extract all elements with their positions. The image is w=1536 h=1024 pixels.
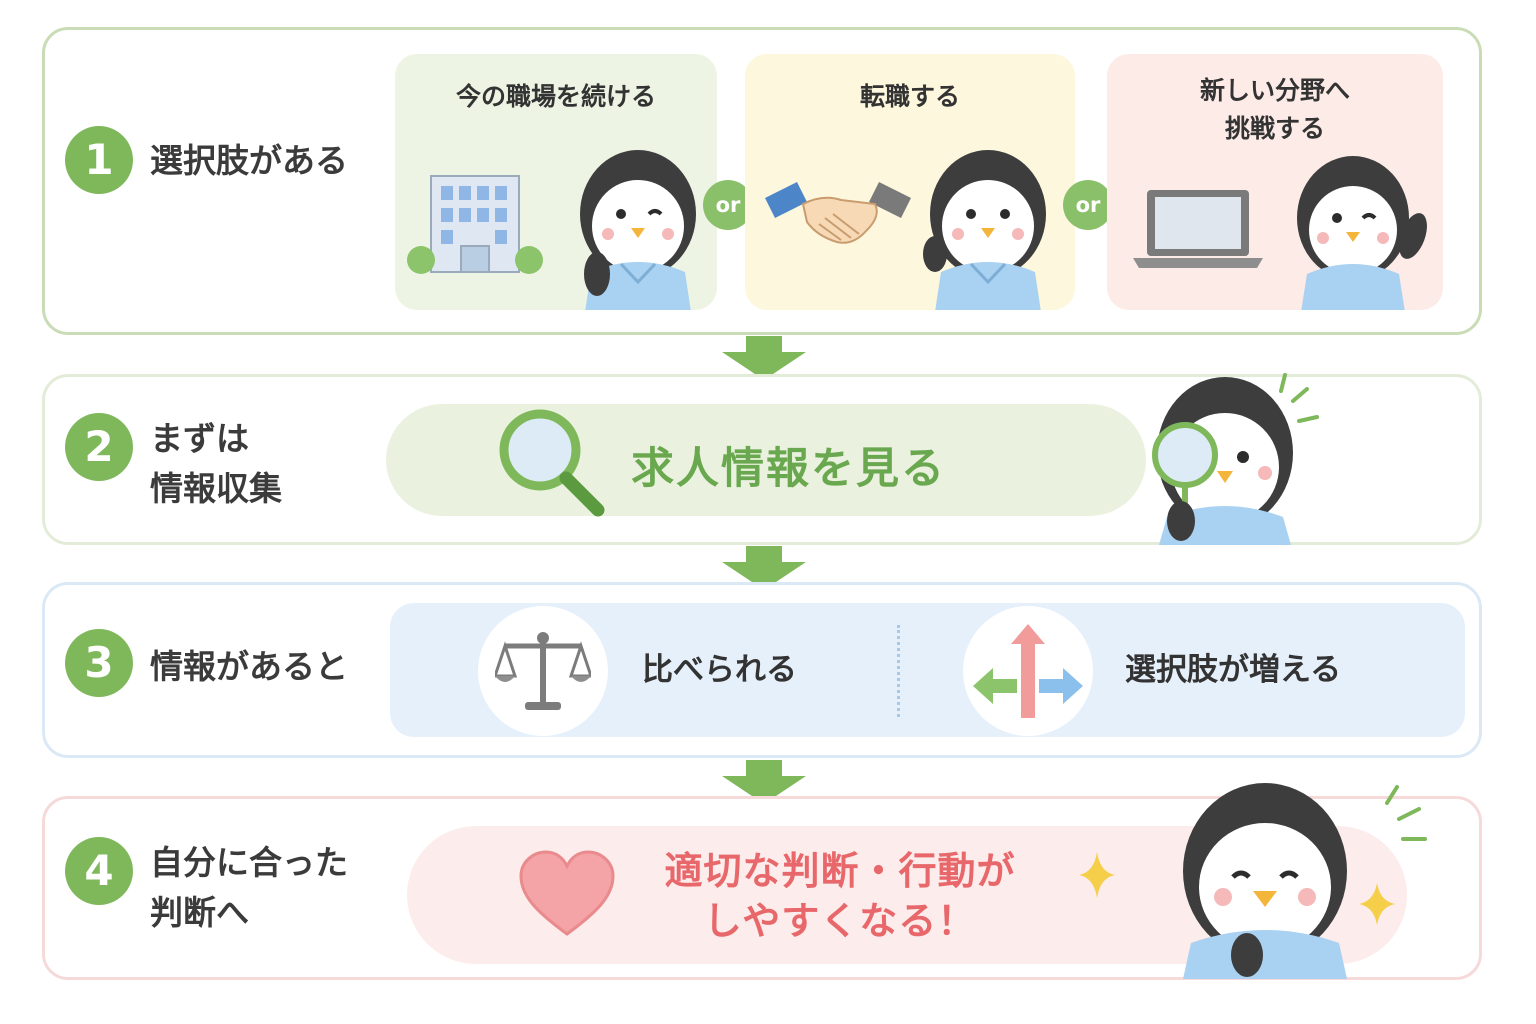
option-card-new-field: 新しい分野へ 挑戦する — [1107, 54, 1443, 310]
magnifying-glass-icon — [499, 409, 605, 517]
step-number-badge: 3 — [65, 629, 133, 697]
down-arrow-icon — [722, 336, 806, 380]
benefit-text: 比べられる — [642, 652, 797, 688]
penguin-happy-icon — [1183, 783, 1427, 979]
heart-icon — [519, 850, 615, 936]
or-connector: or — [1063, 180, 1113, 230]
office-building-icon — [407, 175, 543, 274]
step-3-panel: 3 情報があると 比べられる 選択肢が増える — [42, 582, 1482, 758]
step-label-line-2: 判断へ — [150, 893, 249, 932]
step-label: 選択肢がある — [150, 141, 348, 180]
benefits-panel: 比べられる 選択肢が増える — [390, 603, 1465, 737]
branching-arrows-icon — [973, 624, 1083, 718]
down-arrow-icon — [722, 546, 806, 590]
penguin-thumbs-up-icon — [923, 150, 1046, 310]
option-card-change-job: 転職する — [745, 54, 1075, 310]
benefit-icon-circle — [963, 606, 1093, 736]
result-text: 適切な判断・行動が しやすくなる！ — [645, 846, 1035, 946]
step-label-line-1: 自分に合った — [150, 843, 348, 882]
option-title: 転職する — [859, 82, 960, 111]
step-4-panel: 4 自分に合った 判断へ 適切な判断・行動が しやすくなる！ — [42, 783, 1482, 980]
result-text-line-1: 適切な判断・行動が — [664, 849, 1016, 893]
info-action-pill: 求人情報を見る — [386, 404, 1146, 517]
benefit-icon-circle — [478, 606, 608, 736]
penguin-thinking-icon — [580, 150, 696, 310]
result-text-line-2: しやすくなる！ — [703, 899, 977, 943]
option-title-line-2: 挑戦する — [1224, 114, 1325, 143]
sparkle-icon — [1079, 852, 1115, 898]
laptop-icon — [1133, 190, 1263, 268]
benefit-text: 選択肢が増える — [1125, 652, 1342, 688]
option-title-line-1: 新しい分野へ — [1199, 76, 1350, 105]
penguin-waving-icon — [1297, 156, 1427, 310]
step-number-badge: 2 — [65, 413, 133, 481]
info-action-text: 求人情報を見る — [631, 444, 946, 494]
step-label-line-1: まずは — [150, 419, 249, 458]
step-label: 情報があると — [150, 647, 348, 686]
balance-scale-icon — [495, 632, 591, 710]
step-2-panel: 2 まずは 情報収集 求人情報を見る — [42, 373, 1482, 545]
down-arrow-icon — [722, 760, 806, 804]
option-title: 今の職場を続ける — [455, 82, 656, 111]
step-number-badge: 1 — [65, 126, 133, 194]
or-connector: or — [703, 180, 753, 230]
divider — [897, 625, 900, 717]
option-card-stay: 今の職場を続ける — [395, 54, 717, 310]
handshake-icon — [765, 182, 911, 244]
penguin-magnifier-icon — [1152, 373, 1319, 545]
step-1-panel: 1 選択肢がある 今の職場を続ける or 転職する — [42, 27, 1482, 335]
step-number-badge: 4 — [65, 837, 133, 905]
step-label-line-2: 情報収集 — [150, 469, 282, 508]
